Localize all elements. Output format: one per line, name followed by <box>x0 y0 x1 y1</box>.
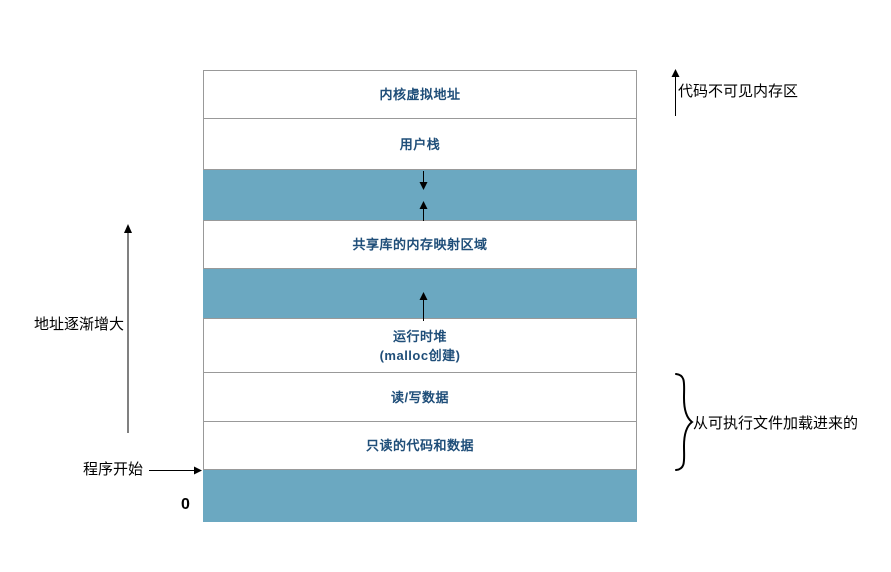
box-label: 读/写数据 <box>390 389 450 405</box>
box-bottom-unmapped <box>203 470 637 522</box>
program-start-label: 程序开始 <box>83 461 144 478</box>
code-invisible-arrow-up-icon <box>671 69 680 116</box>
code-invisible-region-label: 代码不可见内存区 <box>678 83 799 100</box>
address-axis-arrow-up-icon <box>124 224 132 433</box>
box-shared-library-mmap: 共享库的内存映射区域 <box>203 220 637 269</box>
loaded-from-executable-label: 从可执行文件加载进来的 <box>693 415 859 432</box>
box-kernel-virtual-address: 内核虚拟地址 <box>203 70 637 119</box>
box-runtime-heap: 运行时堆 (malloc创建) <box>203 318 637 373</box>
box-label: 共享库的内存映射区域 <box>352 237 488 252</box>
box-label: 只读的代码和数据 <box>365 438 474 453</box>
program-start-arrow-right-icon <box>149 466 202 475</box>
box-sublabel: (malloc创建) <box>379 347 461 363</box>
box-read-only-code-data: 只读的代码和数据 <box>203 422 637 470</box>
grouping-brace-icon <box>675 373 694 471</box>
box-user-stack: 用户栈 <box>203 119 637 170</box>
box-gap-mmap-heap <box>203 269 637 318</box>
mmap-grow-arrow-up-icon <box>419 201 428 221</box>
origin-zero-label: 0 <box>181 496 190 513</box>
box-label: 内核虚拟地址 <box>379 87 461 102</box>
heap-grow-arrow-up-icon <box>419 292 428 321</box>
box-read-write-data: 读/写数据 <box>203 373 637 422</box>
box-label: 运行时堆 <box>392 328 447 344</box>
stack-grow-arrow-down-icon <box>419 171 428 190</box>
box-label: 用户栈 <box>399 136 441 152</box>
box-gap-stack-mmap <box>203 170 637 220</box>
address-growth-label: 地址逐渐增大 <box>34 316 125 333</box>
